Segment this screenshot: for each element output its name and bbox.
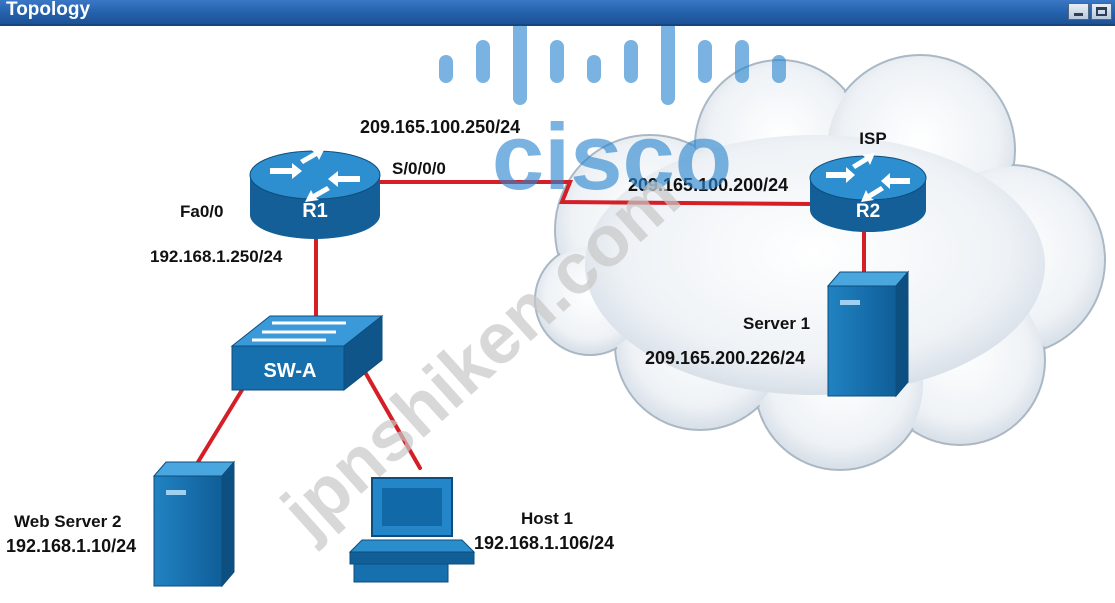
link-swa-host1 (363, 370, 422, 470)
r1-fa-interface-label: Fa0/0 (180, 202, 223, 221)
server-1-ip-label: 209.165.200.226/24 (645, 348, 805, 368)
server-1-label: Server 1 (743, 314, 810, 333)
router-r1[interactable]: R1 (249, 148, 381, 239)
host-1-pc[interactable] (348, 477, 476, 583)
web-server-2-ip-label: 192.168.1.10/24 (6, 536, 136, 556)
router-arrows-icon (826, 153, 910, 202)
router-r2[interactable]: R2 (809, 153, 927, 232)
router-arrows-icon (270, 148, 360, 202)
cisco-watermark-text: cisco (492, 104, 732, 209)
link-swa-webserver2 (196, 388, 244, 464)
server-1[interactable] (826, 270, 910, 398)
r1-serial-ip-label: 209.165.100.250/24 (360, 117, 520, 137)
web-server-2-label: Web Server 2 (14, 512, 121, 531)
serial-link-r1-r2 (376, 180, 814, 206)
isp-label: ISP (859, 129, 886, 148)
window-title-bar: Topology (0, 0, 1115, 26)
r1-fa-ip-label: 192.168.1.250/24 (150, 247, 283, 266)
host-1-label: Host 1 (521, 509, 573, 528)
r1-label: R1 (302, 200, 328, 222)
cisco-watermark: cisco (439, 26, 786, 209)
r2-label: R2 (856, 201, 880, 222)
switch-sw-a[interactable]: SW-A (230, 314, 384, 392)
drive-bay-icon (166, 490, 186, 495)
drive-bay-icon (840, 300, 860, 305)
keyboard-icon (348, 539, 476, 553)
topology-canvas: R1 R2 SW-A (6, 26, 1106, 588)
r1-serial-interface-label: S/0/0/0 (392, 159, 446, 178)
cisco-bars-logo (439, 26, 786, 105)
host-1-ip-label: 192.168.1.106/24 (474, 533, 614, 553)
r2-serial-ip-label: 209.165.100.200/24 (628, 175, 788, 195)
window-title: Topology (6, 0, 91, 20)
maximize-button[interactable] (1091, 3, 1112, 20)
sw-a-label: SW-A (264, 360, 317, 382)
web-server-2[interactable] (152, 460, 236, 588)
isp-cloud (534, 54, 1106, 471)
minimize-button[interactable] (1068, 3, 1089, 20)
switch-arrows-icon (252, 321, 346, 342)
